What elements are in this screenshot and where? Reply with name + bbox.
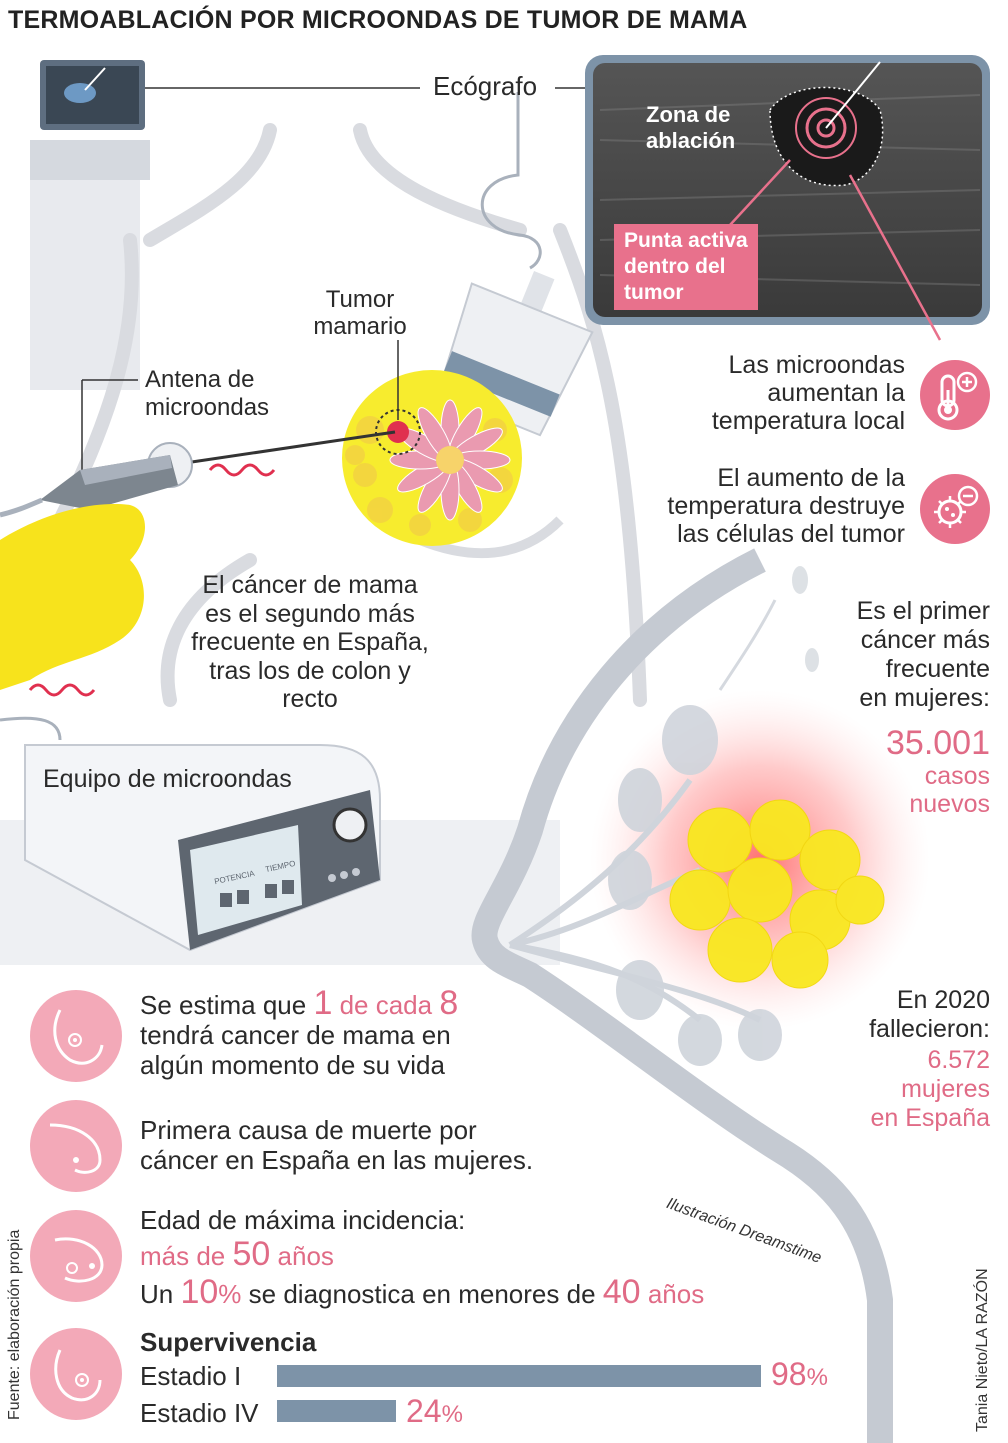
effect-heat-line2: aumentan la: [767, 379, 905, 407]
stat4-pct: %: [218, 1279, 242, 1309]
first-cancer-line2: cáncer más: [860, 626, 990, 654]
stat1-mid: de cada: [332, 990, 440, 1020]
ablation-zone-label-line2: ablación: [646, 128, 736, 153]
stat1-line2: tendrá cancer de mama en: [140, 1020, 451, 1050]
antenna-label: Antena de microondas: [145, 366, 269, 422]
active-tip-line2: dentro del: [624, 255, 726, 278]
stat3-num: 50: [232, 1235, 271, 1273]
ultrasound-monitor-icon: [30, 60, 150, 390]
stat1-prefix: Se estima que: [140, 990, 314, 1020]
thermometer-plus-icon: [920, 360, 990, 430]
first-cancer-line1: Es el primer: [856, 597, 990, 625]
stat1-num1: 1: [313, 984, 333, 1022]
breast-survival-icon: [30, 1328, 122, 1420]
breast-age-icon: [30, 1210, 122, 1302]
stat2-line1: Primera causa de muerte por: [140, 1115, 477, 1145]
survival-value-stage-1-num: 98: [771, 1356, 807, 1392]
breast-tissue-icon: [342, 370, 522, 546]
effect-destroy-text: El aumento de la temperatura destruye la…: [600, 464, 905, 548]
new-cases-unit2: nuevos: [909, 790, 990, 818]
effect-heat-text: Las microondas aumentan la temperatura l…: [600, 351, 905, 435]
new-cases-stat: 35.001 casos nuevos: [790, 724, 990, 818]
stat1-line3: algún momento de su vida: [140, 1050, 445, 1080]
survival-value-stage-1: 98%: [771, 1356, 828, 1393]
stat3-line1: Edad de máxima incidencia:: [140, 1205, 466, 1235]
author-credit: Tania Nieto/LA RAZÓN: [974, 1268, 991, 1432]
breast-profile-icon: [30, 1100, 122, 1192]
effect-heat-line1: Las microondas: [728, 351, 905, 379]
survival-value-stage-1-pct: %: [806, 1364, 828, 1391]
stat4-num2: 40: [602, 1273, 641, 1311]
page-title: TERMOABLACIÓN POR MICROONDAS DE TUMOR DE…: [8, 6, 748, 34]
stat-leading-cause: Primera causa de muerte por cáncer en Es…: [140, 1115, 533, 1175]
active-tip-label: Punta activa dentro del tumor: [614, 224, 758, 310]
stat4-prefix: Un: [140, 1279, 181, 1309]
deaths-unit2: en España: [870, 1104, 990, 1132]
effect-destroy-line2: temperatura destruye: [667, 492, 905, 520]
stat3-prefix: más de: [140, 1241, 233, 1271]
stat1-num2: 8: [439, 984, 459, 1022]
stat3-suffix: años: [270, 1241, 334, 1271]
deaths-line1: En 2020: [896, 986, 990, 1014]
cancer-text-line3: frecuente en España,: [191, 628, 429, 656]
antenna-label-line2: microondas: [145, 394, 270, 421]
effect-destroy-line3: las células del tumor: [677, 520, 905, 548]
new-cases-unit1: casos: [924, 762, 990, 790]
first-cancer-line4: en mujeres:: [859, 684, 990, 712]
cancer-text-line4: tras los de colon y: [209, 656, 411, 685]
active-tip-line1: Punta activa: [624, 229, 748, 252]
tumor-label-line1: Tumor: [325, 286, 395, 313]
deaths-text: En 2020 fallecieron:: [790, 986, 990, 1044]
first-cancer-text: Es el primer cáncer más frecuente en muj…: [790, 597, 990, 713]
stat-one-in-eight: Se estima que 1 de cada 8 tendrá cancer …: [140, 986, 458, 1080]
tumor-label: Tumor mamario: [300, 286, 420, 340]
ablation-zone-label: Zona de ablación: [646, 102, 735, 154]
first-cancer-line3: frecuente: [885, 655, 990, 683]
cancer-text-line2: es el segundo más: [205, 599, 415, 628]
survival-label-stage-4: Estadio IV: [140, 1398, 259, 1428]
survival-bar-stage-4: [277, 1400, 396, 1422]
deaths-unit1: mujeres: [901, 1075, 990, 1103]
cancer-text-line1: El cáncer de mama: [202, 571, 418, 599]
survival-value-stage-4: 24%: [406, 1393, 463, 1430]
deaths-line2: fallecieron:: [869, 1015, 990, 1043]
breast-self-exam-icon: [30, 990, 122, 1082]
cancer-frequency-text: El cáncer de mama es el segundo más frec…: [155, 571, 465, 714]
survival-value-stage-4-num: 24: [406, 1393, 442, 1429]
deaths-stat: 6.572 mujeres en España: [790, 1046, 990, 1133]
survival-title: Supervivencia: [140, 1327, 317, 1357]
deaths-value: 6.572: [927, 1046, 990, 1074]
effect-destroy-line1: El aumento de la: [717, 464, 905, 492]
stat-max-incidence: Edad de máxima incidencia: más de 50 año…: [140, 1205, 704, 1309]
effect-heat-line3: temperatura local: [711, 407, 905, 435]
ultrasound-label: Ecógrafo: [433, 71, 538, 101]
stat4-mid: se diagnostica en menores de: [241, 1279, 603, 1309]
tumor-label-line2: mamario: [313, 313, 407, 340]
cell-minus-icon: [920, 474, 990, 544]
cancer-text-line5: recto: [282, 685, 338, 713]
ablation-zone-label-line1: Zona de: [646, 102, 731, 127]
antenna-handle-icon: [0, 455, 178, 518]
survival-value-stage-4-pct: %: [441, 1401, 463, 1428]
stat4-num: 10: [180, 1273, 219, 1311]
stat2-line2: cáncer en España en las mujeres.: [140, 1145, 534, 1175]
stat4-suffix: años: [640, 1279, 705, 1309]
microwave-equipment-label: Equipo de microondas: [43, 765, 292, 793]
survival-label-stage-1: Estadio I: [140, 1361, 242, 1391]
source-credit: Fuente: elaboración propia: [6, 1229, 23, 1420]
survival-bar-stage-1: [277, 1365, 761, 1387]
active-tip-line3: tumor: [624, 281, 684, 304]
antenna-label-line1: Antena de: [145, 366, 255, 393]
new-cases-value: 35.001: [886, 724, 990, 762]
microwave-device-icon: [24, 744, 381, 952]
